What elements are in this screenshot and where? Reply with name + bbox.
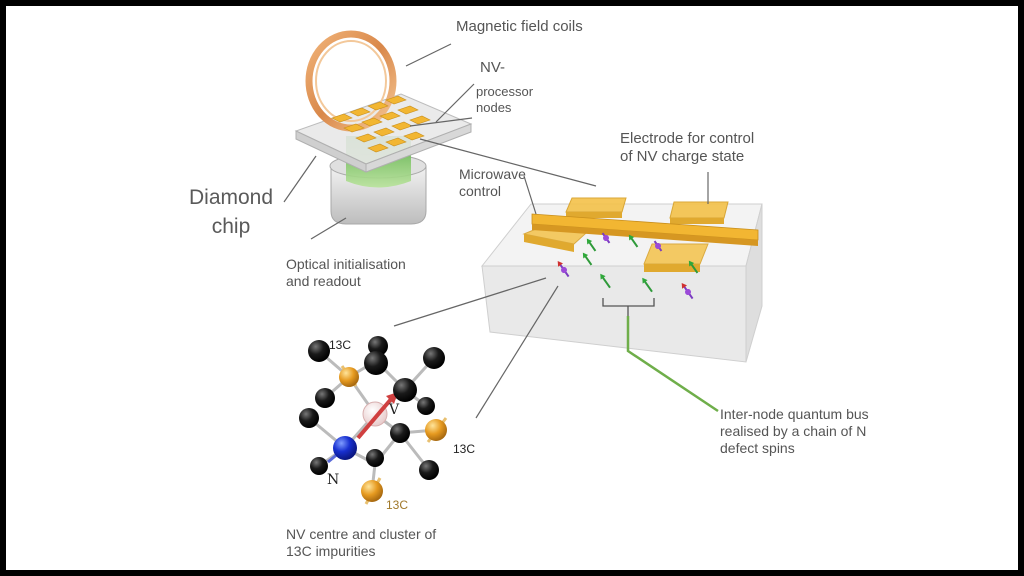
label-nv-centre: NV centre and cluster of 13C impurities xyxy=(286,526,436,560)
label-nv-centre-line1: NV centre and cluster of xyxy=(286,526,437,542)
label-quantum-bus: Inter-node quantum bus realised by a cha… xyxy=(720,406,869,456)
spin-chain-bracket xyxy=(602,298,655,316)
carbon-atom xyxy=(417,397,435,415)
quantum-bus-line xyxy=(626,316,719,413)
carbon-atom xyxy=(368,336,388,356)
carbon-atom xyxy=(419,460,439,480)
label-bus-line3: defect spins xyxy=(720,439,795,456)
label-processor-nodes: processor nodes xyxy=(476,84,533,117)
defect-spins xyxy=(557,232,699,300)
label-diamond-chip: Diamond chip xyxy=(189,183,273,242)
label-optical-line1: Optical initialisation xyxy=(286,256,406,272)
label-13c-top: 13C xyxy=(329,338,352,352)
carbon-atom xyxy=(364,351,388,375)
diagram-graphics xyxy=(283,30,763,505)
label-vacancy: V xyxy=(389,402,400,418)
c13-atom xyxy=(361,477,383,505)
leader-lines xyxy=(283,43,709,419)
carbon-atom xyxy=(315,388,335,408)
label-bus-line2: realised by a chain of N xyxy=(720,422,867,439)
label-optical-readout: Optical initialisation and readout xyxy=(286,256,406,290)
label-microwave-control: Microwave control xyxy=(459,166,526,200)
label-microwave-line2: control xyxy=(459,182,502,199)
nv-lattice-cluster xyxy=(299,336,448,505)
label-optical-line2: and readout xyxy=(286,272,361,289)
label-magnetic-field-coils: Magnetic field coils xyxy=(456,18,583,35)
carbon-atom xyxy=(423,347,445,369)
c13-atom xyxy=(339,365,359,387)
carbon-atom xyxy=(390,423,410,443)
diagram-canvas: Magnetic field coils NV- processor nodes… xyxy=(6,6,1018,570)
carbon-atom xyxy=(366,449,384,467)
label-nodes-line: nodes xyxy=(476,100,512,116)
label-nitrogen: N xyxy=(327,472,340,488)
label-electrode-line1: Electrode for control xyxy=(620,130,755,147)
label-microwave-line1: Microwave xyxy=(459,166,526,182)
label-electrode: Electrode for control of NV charge state xyxy=(620,130,754,166)
diamond-substrate xyxy=(480,197,763,363)
coil-chip-assembly xyxy=(294,30,473,225)
processor-node-pads xyxy=(331,95,431,153)
label-chip-line: chip xyxy=(211,215,251,239)
carbon-atom xyxy=(308,340,330,362)
label-diamond-line: Diamond xyxy=(189,186,274,209)
label-nv: NV- xyxy=(480,59,506,76)
carbon-atom xyxy=(393,378,417,402)
c13-atom xyxy=(425,417,448,443)
label-13c-right: 13C xyxy=(453,442,476,456)
label-electrode-line2: of NV charge state xyxy=(620,148,745,165)
carbon-atom xyxy=(299,408,319,428)
label-nv-centre-line2: 13C impurities xyxy=(286,542,376,559)
label-13c-bottom: 13C xyxy=(386,498,409,512)
carbon-atom xyxy=(310,457,328,475)
nitrogen-atom xyxy=(333,436,357,460)
label-bus-line1: Inter-node quantum bus xyxy=(720,406,869,422)
label-processor-line: processor xyxy=(476,84,534,99)
